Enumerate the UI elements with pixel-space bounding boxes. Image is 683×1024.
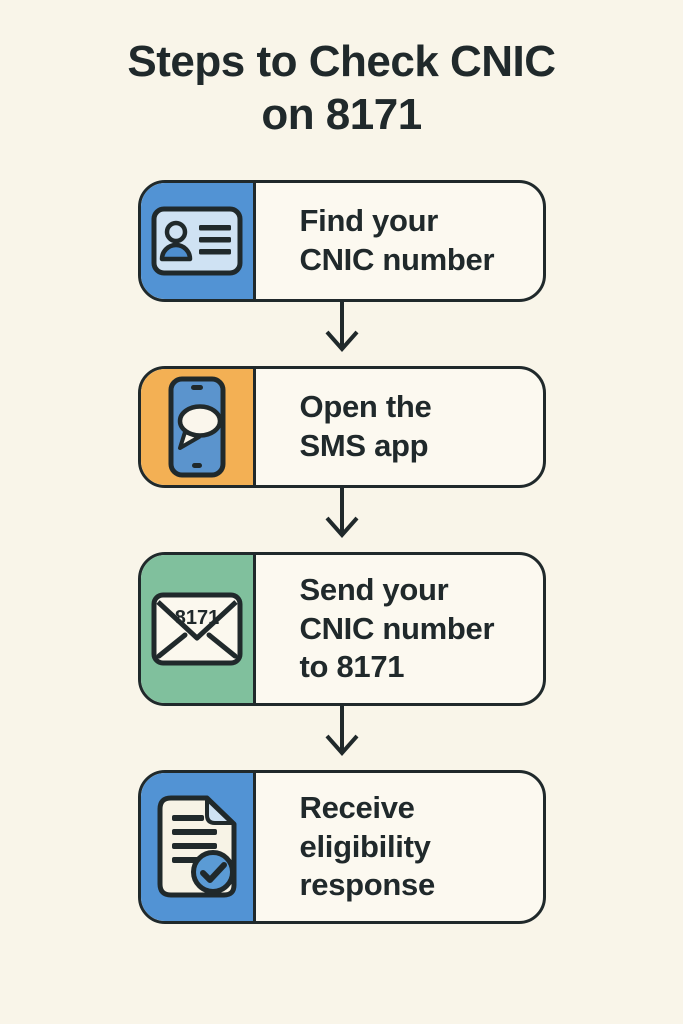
steps-flow: Find your CNIC number Open the SMS app bbox=[0, 179, 683, 924]
step-3-icon-panel: 8171 bbox=[140, 554, 256, 703]
envelope-8171-label: 8171 bbox=[174, 607, 219, 629]
document-text-line bbox=[171, 828, 217, 835]
arrow-down-icon bbox=[325, 705, 358, 756]
flow-connector bbox=[320, 487, 364, 552]
page-title: Steps to Check CNIC on 8171 bbox=[127, 37, 556, 139]
card-text-line bbox=[198, 224, 231, 231]
flow-connector bbox=[320, 705, 364, 770]
envelope-8171-icon: 8171 bbox=[151, 592, 242, 666]
step-2-label: Open the SMS app bbox=[299, 389, 432, 463]
step-card-send-cnic: 8171 Send your CNIC number to 8171 bbox=[137, 551, 546, 706]
document-text-line bbox=[171, 842, 217, 849]
document-check-icon bbox=[157, 795, 236, 898]
document-text-line bbox=[171, 814, 204, 821]
check-circle bbox=[190, 849, 235, 894]
step-4-label: Receive eligibility response bbox=[299, 790, 436, 902]
person-body bbox=[159, 242, 192, 261]
step-card-receive-response: Receive eligibility response bbox=[137, 769, 546, 924]
person-head bbox=[164, 220, 187, 243]
envelope-crease-left bbox=[156, 632, 187, 659]
card-text-line bbox=[198, 236, 231, 243]
phone-home-button bbox=[191, 462, 202, 468]
step-card-open-sms: Open the SMS app bbox=[137, 365, 546, 488]
step-1-label: Find your CNIC number bbox=[299, 203, 495, 277]
flow-connector bbox=[320, 301, 364, 366]
step-card-find-cnic: Find your CNIC number bbox=[137, 179, 546, 302]
checkmark bbox=[199, 861, 227, 883]
arrow-down-icon bbox=[325, 487, 358, 538]
sms-phone-icon bbox=[168, 376, 225, 478]
document-folded-corner bbox=[204, 796, 234, 825]
id-card-icon bbox=[151, 206, 242, 276]
phone-speaker bbox=[190, 384, 203, 390]
step-2-icon-panel bbox=[140, 368, 256, 485]
card-text-line bbox=[198, 248, 231, 255]
arrow-down-icon bbox=[325, 301, 358, 352]
envelope-crease-right bbox=[206, 632, 237, 659]
step-4-icon-panel bbox=[140, 772, 256, 921]
envelope-flap bbox=[155, 599, 238, 641]
step-1-icon-panel bbox=[140, 182, 256, 299]
step-3-label: Send your CNIC number to 8171 bbox=[299, 572, 495, 684]
envelope-body bbox=[151, 592, 242, 666]
speech-bubble bbox=[177, 403, 222, 438]
document-text-line bbox=[171, 856, 199, 863]
